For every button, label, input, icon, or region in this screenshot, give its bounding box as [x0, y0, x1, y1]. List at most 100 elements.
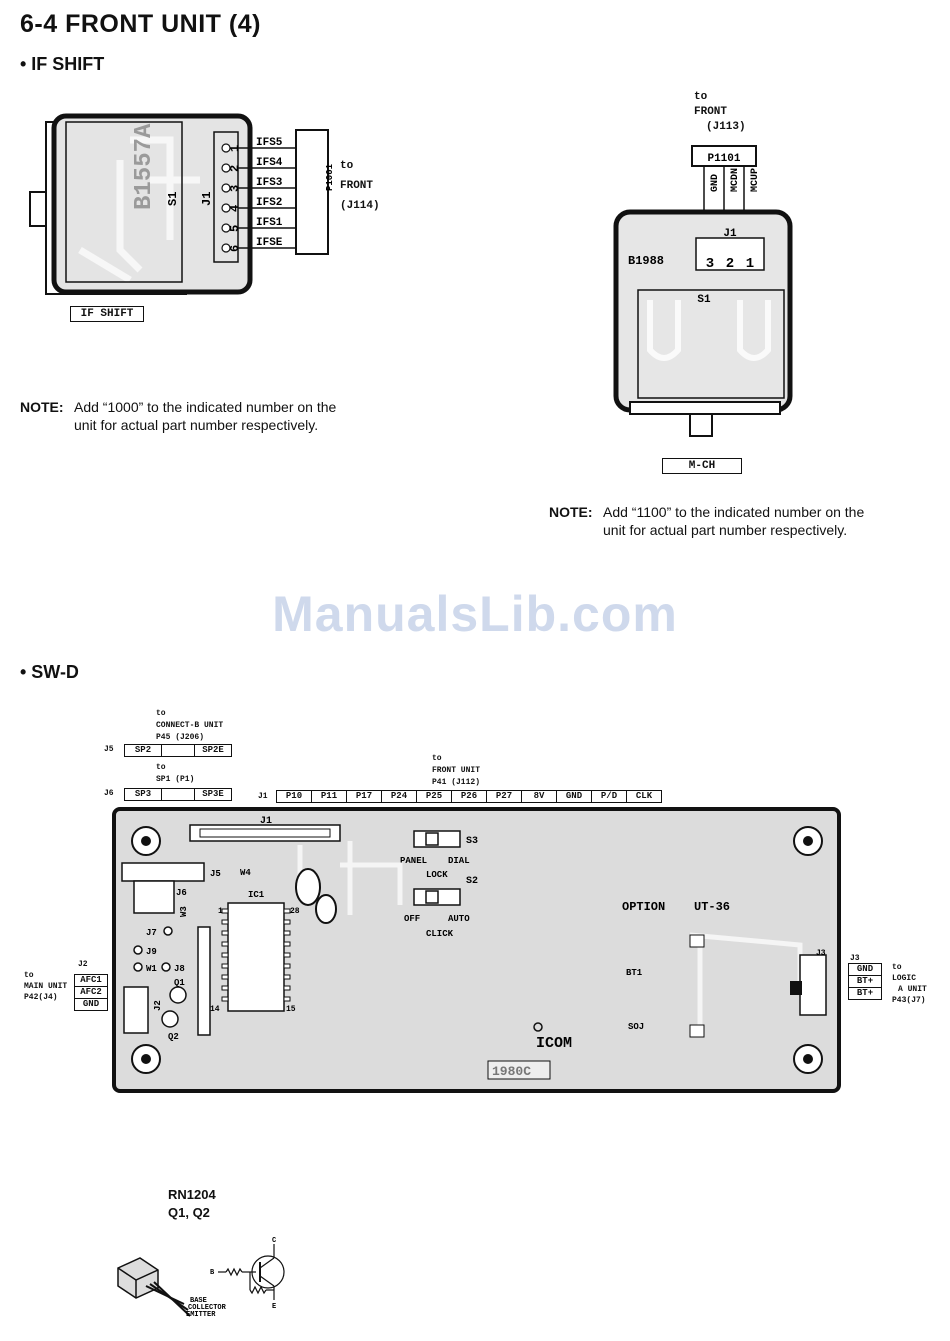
j5-pin: SP2E — [195, 744, 232, 757]
note-label: NOTE: — [549, 504, 593, 520]
sp1-text: SP1 (P1) — [156, 775, 195, 784]
j1-pin: P24 — [382, 790, 417, 803]
j1-ext-label: J1 — [258, 792, 268, 801]
watermark: ManualsLib.com — [272, 586, 678, 642]
page-title: 6-4 FRONT UNIT (4) — [20, 10, 261, 38]
bt1-label: BT1 — [626, 968, 643, 978]
ifs-pin-hole — [221, 143, 231, 153]
a-unit-text: A UNIT — [898, 985, 927, 994]
j5-pin-row: SP2 SP2E — [124, 744, 232, 757]
j1-pin: P27 — [487, 790, 522, 803]
ifs-pin-hole — [221, 163, 231, 173]
note-label: NOTE: — [20, 399, 64, 415]
transistor-refs: Q1, Q2 — [168, 1205, 210, 1220]
main-unit-text: MAIN UNIT — [24, 982, 68, 991]
ifs-pin-label: IFS1 — [256, 217, 283, 229]
mcup-wire-label: MCUP — [750, 168, 761, 192]
ifs-pin-number: 4 — [228, 205, 242, 212]
mcdn-wire-label: MCDN — [730, 168, 741, 192]
s1-label: S1 — [166, 192, 180, 206]
j5-ext-label: J5 — [104, 745, 114, 754]
j1-pin: P/D — [592, 790, 627, 803]
q2-label: Q2 — [168, 1032, 179, 1042]
to-text: to — [24, 971, 34, 980]
j2-pin: AFC2 — [74, 987, 108, 999]
auto-label: AUTO — [448, 914, 470, 924]
if-shift-heading: • IF SHIFT — [20, 54, 105, 74]
ic1-pin-28: 28 — [290, 907, 300, 916]
j5-pin — [162, 744, 195, 757]
j113-text: (J113) — [706, 121, 746, 133]
j1-pin: CLK — [627, 790, 662, 803]
to-text: to — [892, 963, 902, 972]
if-shift-to-label: to FRONT (J114) — [340, 156, 380, 216]
ic1-pin-14: 14 — [210, 1005, 220, 1014]
main-unit-label: to MAIN UNIT P42(J4) — [24, 970, 67, 1003]
sw-d-heading: • SW-D — [20, 662, 79, 682]
j6-pin — [162, 788, 195, 801]
j2-ext-label: J2 — [78, 960, 88, 969]
lock-label: LOCK — [426, 870, 448, 880]
note-text: unit for actual part number respectively… — [74, 417, 319, 433]
emitter-pin-label: E — [272, 1303, 276, 1311]
dial-label: DIAL — [448, 856, 470, 866]
j1-label: J1 — [723, 228, 737, 240]
j8-label: J8 — [174, 964, 185, 974]
w3-label: W3 — [179, 906, 189, 917]
j1-pin: P10 — [276, 790, 312, 803]
j3-pin: BT+ — [848, 976, 882, 988]
ifs-pin-hole — [221, 203, 231, 213]
j2-pin: AFC1 — [74, 974, 108, 987]
sp1-label: to SP1 (P1) — [156, 762, 194, 786]
board-number: 1980C — [492, 1064, 531, 1079]
p1001-label: P1001 — [325, 163, 335, 191]
collector-pin-label: C — [272, 1237, 276, 1245]
j6-pin: SP3E — [195, 788, 232, 801]
j1-label: J1 — [200, 192, 214, 206]
j6-pin-row: SP3 SP3E — [124, 788, 232, 801]
to-text: to — [156, 709, 166, 718]
p45-text: P45 (J206) — [156, 733, 205, 742]
j6-ext-label: J6 — [104, 789, 114, 798]
ut36-label: UT-36 — [694, 900, 730, 914]
connect-b-text: CONNECT-B UNIT — [156, 721, 224, 730]
ifs-pin-label: IFSE — [256, 237, 283, 249]
ifs-pin-hole — [221, 223, 231, 233]
pin-2: 2 — [726, 256, 734, 272]
j6-board-label: J6 — [176, 888, 187, 898]
transistor-labels: RN1204 Q1, Q2 — [168, 1186, 216, 1222]
connect-b-label: to CONNECT-B UNIT P45 (J206) — [156, 708, 223, 744]
j1-board-label: J1 — [260, 816, 272, 827]
j3-pin: GND — [848, 963, 882, 976]
icom-logo: ICOM — [536, 1035, 572, 1052]
j2-pin: GND — [74, 999, 108, 1011]
ifs-pin-label: IFS4 — [256, 157, 283, 169]
j3-ext-label: J3 — [850, 954, 860, 963]
logic-text: LOGIC — [892, 974, 917, 983]
panel-label: PANEL — [400, 856, 427, 866]
option-label: OPTION — [622, 900, 665, 914]
base-pin-label: B — [210, 1269, 215, 1277]
note-text: unit for actual part number respectively… — [603, 522, 848, 538]
p43-text: P43(J7) — [892, 996, 926, 1005]
ifs-pin-number: 6 — [228, 245, 242, 252]
j1-pin: P26 — [452, 790, 487, 803]
ifs-pin-hole — [221, 183, 231, 193]
note-text: Add “1000” to the indicated number on th… — [74, 399, 337, 415]
j6-pin: SP3 — [124, 788, 162, 801]
j1-pin: P11 — [312, 790, 347, 803]
j7-label: J7 — [146, 928, 157, 938]
to-text: to — [156, 763, 166, 772]
ifs-pin-label: IFS3 — [256, 177, 283, 189]
j5-pin: SP2 — [124, 744, 162, 757]
m-ch-note: NOTE:Add “1100” to the indicated number … — [549, 503, 864, 539]
off-label: OFF — [404, 914, 420, 924]
ifs-pin-number: 5 — [228, 225, 242, 232]
ic1-label: IC1 — [248, 890, 265, 900]
emitter-lead-label: EMITTER — [186, 1311, 216, 1319]
m-ch-diagram: P1101 GND MCDN MCUP J1 3 2 1 B1988 S1 — [613, 145, 793, 437]
ic1-pin-15: 15 — [286, 1005, 296, 1014]
j1-pin: GND — [557, 790, 592, 803]
